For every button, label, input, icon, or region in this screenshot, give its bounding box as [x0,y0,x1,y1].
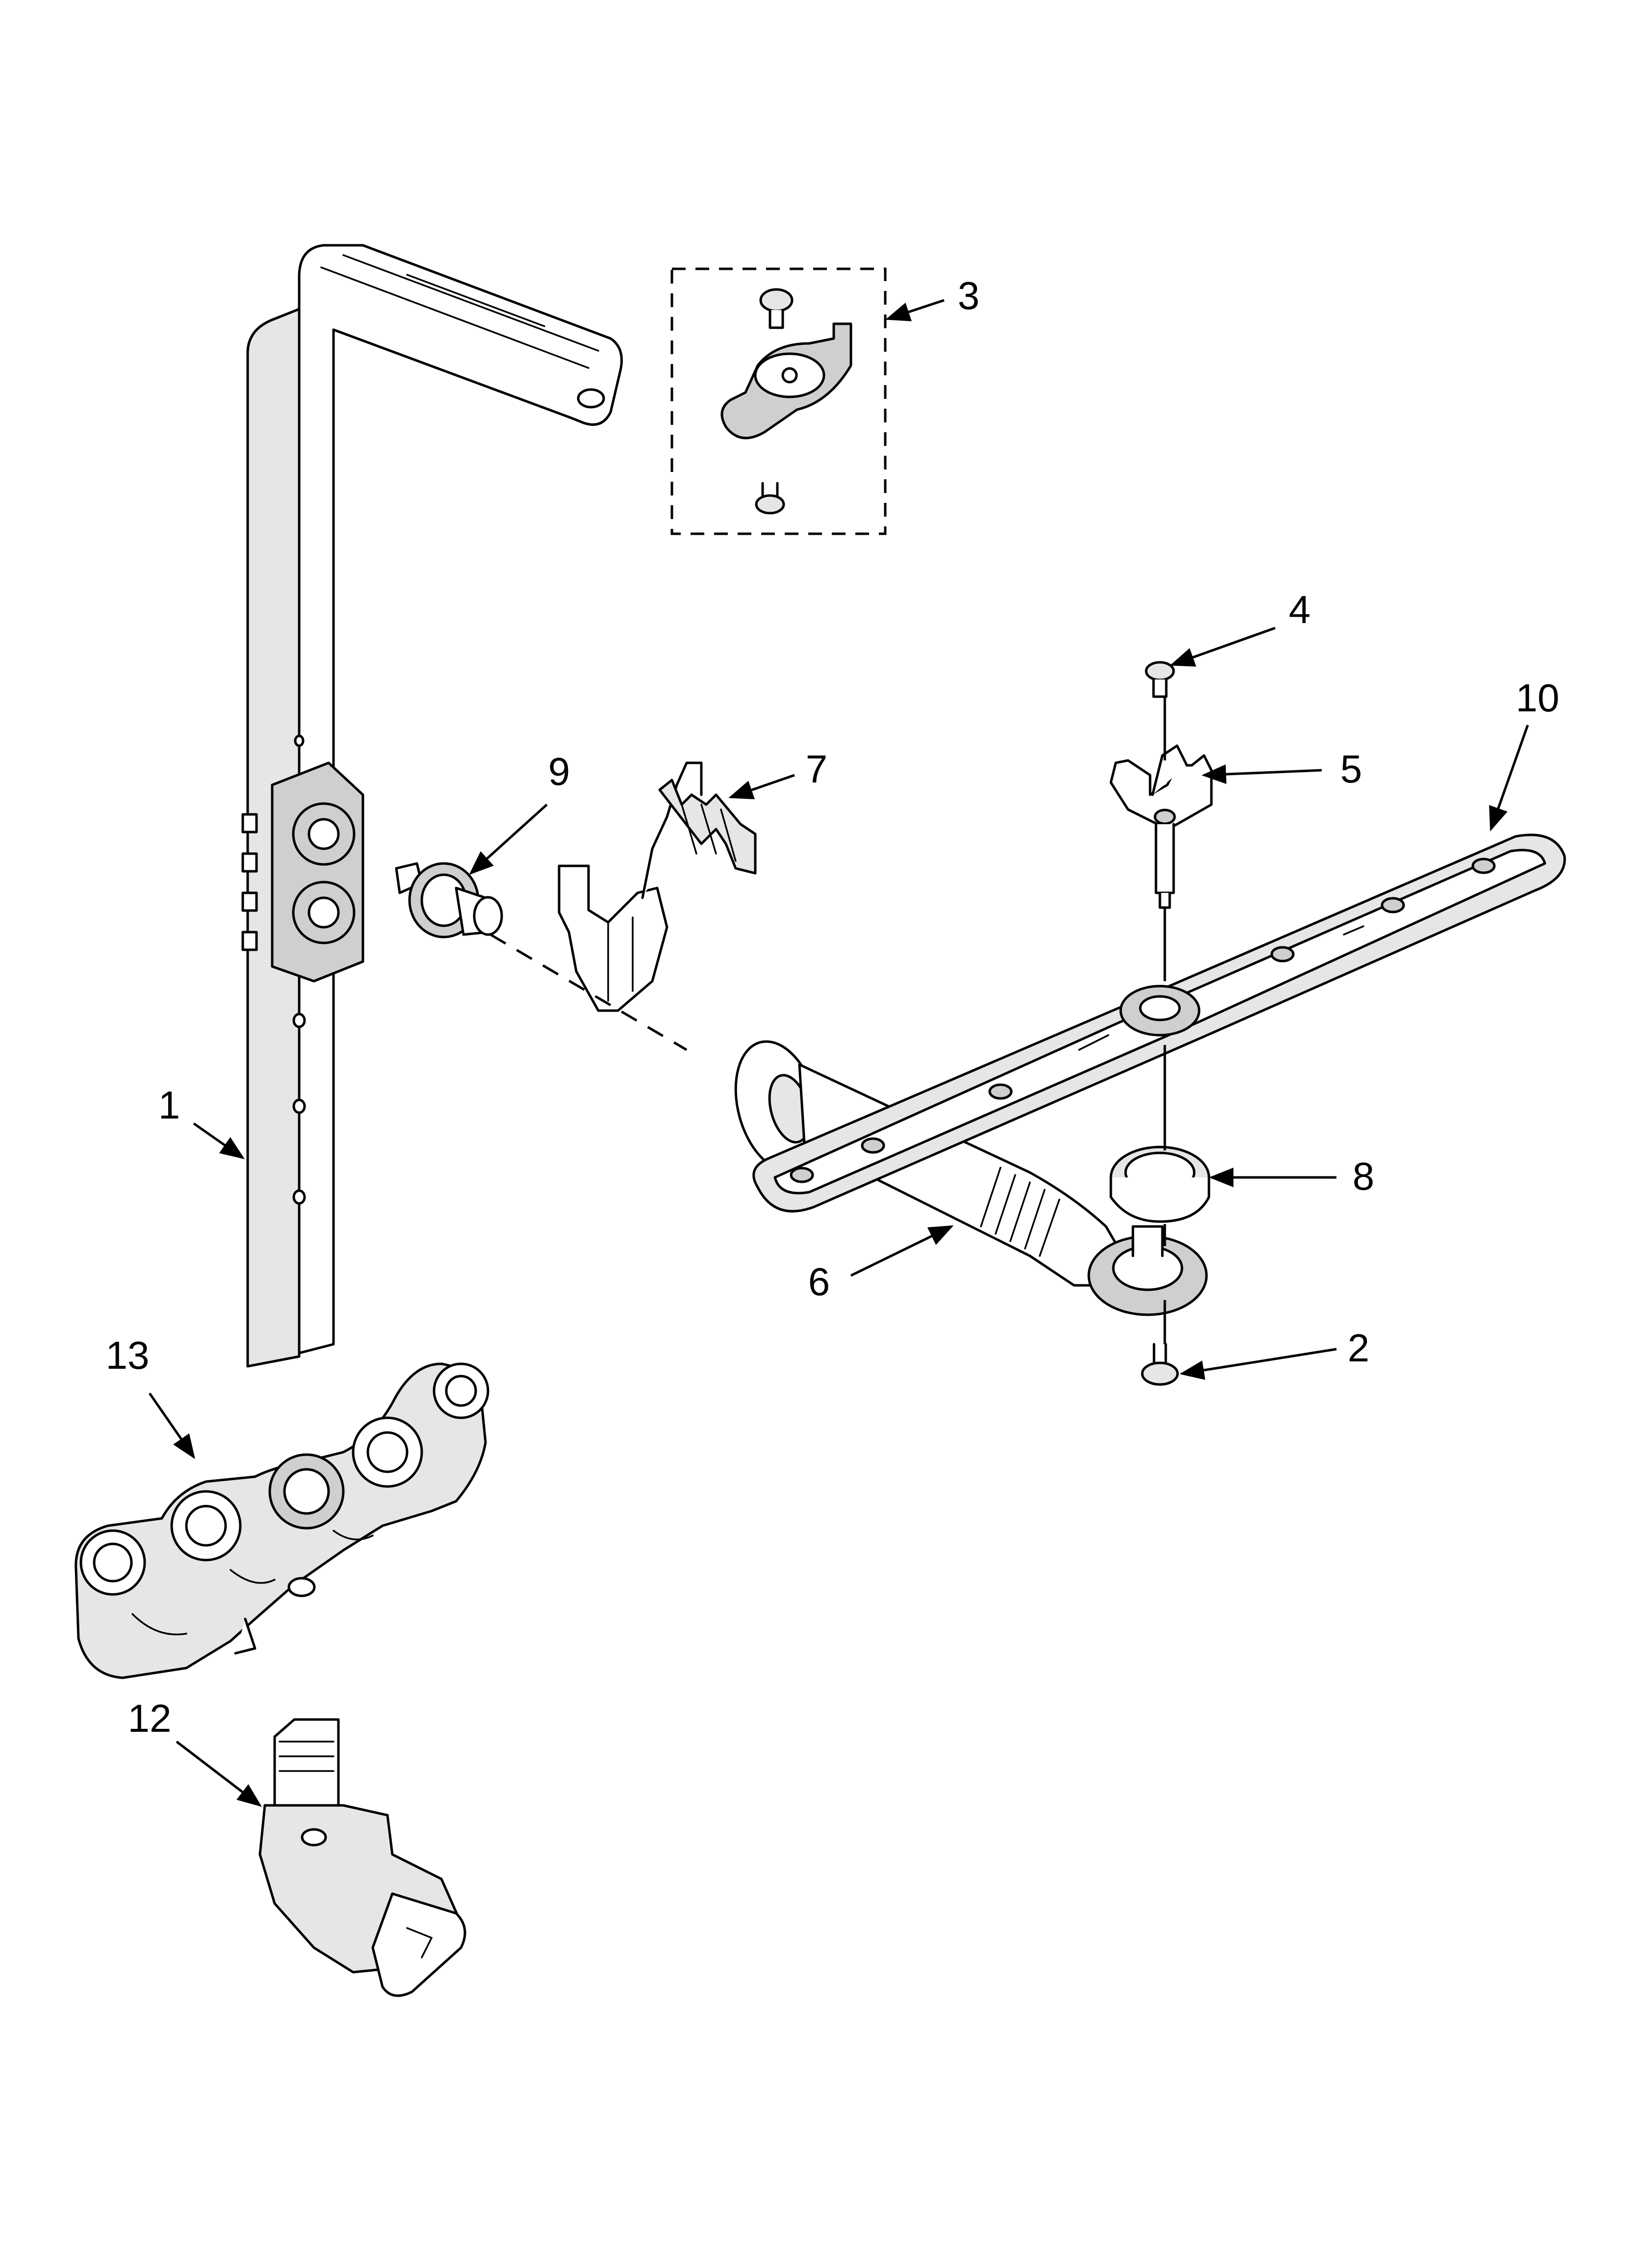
callout-12: 12 [128,1696,172,1740]
callout-4: 4 [1289,588,1311,631]
callout-1: 1 [158,1083,180,1127]
callout-6: 6 [808,1260,830,1303]
leader-lines [148,299,1529,1807]
callout-3: 3 [958,274,980,317]
callout-7: 7 [806,747,828,791]
callout-2: 2 [1348,1326,1370,1370]
callout-8: 8 [1353,1154,1375,1198]
part-5-hub [1109,744,1213,909]
part-2-screw [1141,1343,1179,1386]
part-1-conduit [241,244,623,1368]
callout-9: 9 [548,750,570,793]
assembly-centerline [489,933,688,1051]
part-12-diverter [258,1718,466,1997]
part-7-bracket [558,761,757,1012]
callout-13: 13 [106,1333,150,1377]
callout-labels: 3 4 5 10 9 7 1 8 6 2 13 12 [106,274,1560,1740]
part-9-bearing [395,862,503,938]
part-8-ring [1109,1146,1210,1223]
part-10-spray-arm [752,834,1566,1213]
callout-10: 10 [1516,676,1560,720]
callout-5: 5 [1340,747,1362,791]
part-3-mount-kit [670,267,887,535]
part-4-screw [1145,661,1175,698]
part-13-spray-manifold [75,1362,489,1679]
